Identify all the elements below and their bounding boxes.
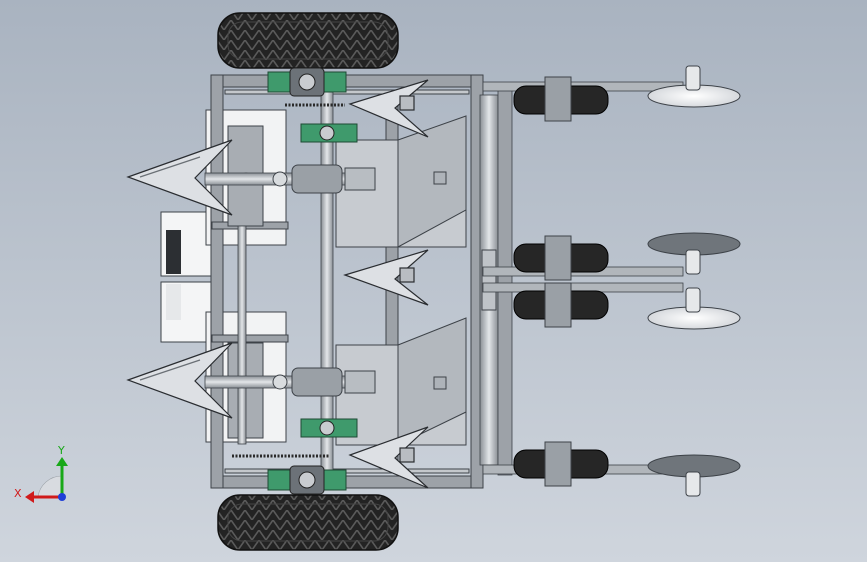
seed-boxes bbox=[335, 115, 467, 446]
couplings bbox=[204, 164, 376, 397]
disc-1 bbox=[647, 65, 741, 108]
bearing-upper-mid bbox=[300, 123, 358, 143]
tire-bottom bbox=[217, 494, 399, 551]
bearing-bottom bbox=[267, 465, 347, 495]
roller-4 bbox=[513, 441, 609, 487]
rear-toolbar bbox=[479, 89, 513, 476]
shovel-mid-center bbox=[343, 249, 429, 306]
shovel-left-upper bbox=[126, 139, 233, 216]
bearings bbox=[267, 67, 358, 495]
shovel-top-center bbox=[348, 79, 429, 138]
marker-discs bbox=[647, 65, 741, 497]
drive-chains bbox=[232, 103, 345, 458]
roller-1 bbox=[513, 76, 609, 122]
press-rollers bbox=[513, 76, 609, 487]
y-axis-label: Y bbox=[57, 444, 65, 457]
bearing-lower-mid bbox=[300, 418, 358, 438]
shovel-bottom-center bbox=[348, 426, 429, 489]
x-axis-label: X bbox=[14, 487, 22, 500]
disc-2 bbox=[647, 232, 741, 275]
shovel-left-lower bbox=[126, 342, 233, 419]
disc-3 bbox=[647, 287, 741, 330]
tire-top bbox=[217, 12, 399, 69]
roller-2 bbox=[513, 235, 609, 281]
z-axis-dot bbox=[58, 493, 66, 501]
disc-4 bbox=[647, 454, 741, 497]
roller-3 bbox=[513, 282, 609, 328]
shovels bbox=[126, 79, 429, 489]
bearing-top bbox=[267, 67, 347, 97]
